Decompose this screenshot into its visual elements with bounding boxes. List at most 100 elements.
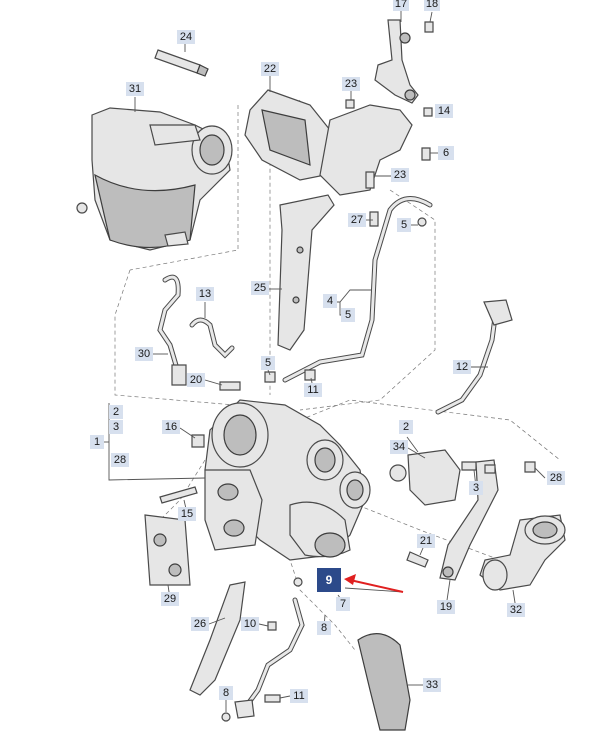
callout-26[interactable]: 26	[191, 617, 209, 631]
return-hose	[435, 299, 513, 415]
callout-24[interactable]: 24	[177, 30, 195, 44]
svg-text:26: 26	[194, 618, 206, 630]
callout-21[interactable]: 21	[417, 534, 435, 548]
svg-text:8: 8	[321, 622, 327, 634]
svg-text:11: 11	[293, 690, 304, 702]
intake-elbow	[479, 514, 566, 591]
svg-text:4: 4	[327, 295, 333, 307]
callout-6[interactable]: 6	[438, 146, 454, 160]
callout-11-mid[interactable]: 11	[304, 383, 322, 397]
svg-text:2: 2	[403, 421, 409, 433]
callout-33[interactable]: 33	[423, 678, 441, 692]
fasteners-top	[345, 21, 434, 227]
callout-25[interactable]: 25	[251, 281, 269, 295]
svg-text:34: 34	[393, 441, 405, 453]
oil-return-line	[234, 597, 305, 719]
callout-9-highlighted[interactable]: 9	[317, 568, 341, 592]
svg-text:5: 5	[265, 357, 271, 369]
svg-text:23: 23	[345, 78, 357, 90]
callout-8-mid[interactable]: 8	[317, 621, 331, 635]
coolant-line	[282, 196, 433, 383]
svg-text:14: 14	[438, 105, 450, 117]
callout-10[interactable]: 10	[241, 617, 259, 631]
sealant-tube	[154, 49, 209, 77]
heat-shield	[244, 89, 413, 196]
svg-text:8: 8	[223, 687, 229, 699]
braided-hose	[357, 633, 411, 731]
svg-text:7: 7	[340, 598, 346, 610]
svg-text:5: 5	[345, 309, 351, 321]
svg-text:33: 33	[426, 679, 438, 691]
callout-34[interactable]: 34	[390, 440, 408, 454]
callout-29[interactable]: 29	[161, 592, 179, 606]
svg-text:20: 20	[190, 374, 202, 386]
callout-3-left[interactable]: 3	[109, 420, 123, 434]
svg-text:28: 28	[550, 472, 562, 484]
exhaust-sensor	[157, 274, 187, 386]
callout-16[interactable]: 16	[162, 420, 180, 434]
callout-12[interactable]: 12	[453, 360, 471, 374]
callout-1[interactable]: 1	[90, 435, 104, 449]
turbo-gasket	[144, 514, 191, 586]
stud-bolt	[159, 486, 198, 504]
callout-2-left[interactable]: 2	[109, 405, 123, 419]
callout-30[interactable]: 30	[135, 347, 153, 361]
svg-text:27: 27	[351, 214, 363, 226]
callout-23-top[interactable]: 23	[342, 77, 360, 91]
callout-20[interactable]: 20	[187, 373, 205, 387]
svg-text:6: 6	[443, 147, 449, 159]
callout-7[interactable]: 7	[336, 597, 350, 611]
svg-text:31: 31	[129, 83, 141, 95]
callout-18[interactable]: 18	[424, 0, 440, 11]
svg-text:24: 24	[180, 31, 192, 43]
callout-31[interactable]: 31	[126, 82, 144, 96]
callout-32[interactable]: 32	[507, 603, 525, 617]
svg-text:10: 10	[244, 618, 256, 630]
callout-11-bottom[interactable]: 11	[290, 689, 308, 703]
svg-text:9: 9	[326, 573, 333, 587]
callout-3-right[interactable]: 3	[469, 481, 483, 495]
fasteners-lower	[191, 369, 536, 722]
svg-text:28: 28	[114, 454, 126, 466]
gasket-strip	[277, 194, 335, 351]
callout-5-top[interactable]: 5	[397, 218, 411, 232]
svg-text:2: 2	[113, 406, 119, 418]
svg-text:5: 5	[401, 219, 407, 231]
callout-13[interactable]: 13	[196, 287, 214, 301]
svg-text:1: 1	[94, 436, 100, 448]
callout-5-line[interactable]: 5	[341, 308, 355, 322]
callout-5-mid[interactable]: 5	[261, 356, 275, 370]
svg-text:16: 16	[165, 421, 177, 433]
callout-22[interactable]: 22	[261, 62, 279, 76]
svg-text:29: 29	[164, 593, 176, 605]
callout-28-right[interactable]: 28	[547, 471, 565, 485]
catalytic-converter	[76, 107, 233, 251]
support-bracket	[374, 19, 419, 104]
svg-text:18: 18	[426, 0, 438, 10]
callout-15[interactable]: 15	[178, 507, 196, 521]
callout-14[interactable]: 14	[435, 104, 453, 118]
svg-text:13: 13	[199, 288, 211, 300]
svg-text:11: 11	[307, 384, 318, 396]
svg-text:30: 30	[138, 348, 150, 360]
callout-8-bottom[interactable]: 8	[219, 686, 233, 700]
svg-text:25: 25	[254, 282, 266, 294]
callout-2-right[interactable]: 2	[399, 420, 413, 434]
heat-shield-lower	[189, 581, 246, 696]
svg-text:12: 12	[456, 361, 468, 373]
callout-19[interactable]: 19	[437, 600, 455, 614]
callout-28-left[interactable]: 28	[111, 453, 129, 467]
wastegate-actuator	[389, 449, 477, 506]
svg-text:21: 21	[420, 535, 432, 547]
highlight-arrow	[344, 574, 404, 593]
svg-text:32: 32	[510, 604, 522, 616]
svg-text:3: 3	[473, 482, 479, 494]
svg-text:15: 15	[181, 508, 193, 520]
turbocharger	[204, 399, 371, 561]
callout-4[interactable]: 4	[323, 294, 337, 308]
small-pipe	[189, 317, 235, 359]
callout-17[interactable]: 17	[393, 0, 409, 11]
callout-27[interactable]: 27	[348, 213, 366, 227]
callout-23-mid[interactable]: 23	[391, 168, 409, 182]
